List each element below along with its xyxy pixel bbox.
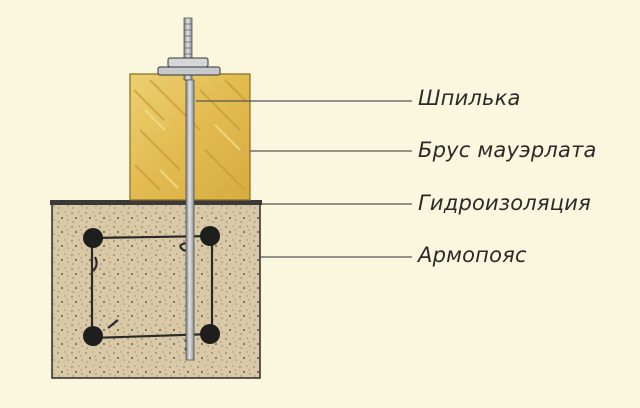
waterproofing-layer bbox=[50, 200, 262, 205]
rebar-bars bbox=[83, 226, 220, 346]
label-armored-belt: Армопояс bbox=[418, 243, 527, 267]
threaded-stud bbox=[183, 17, 195, 361]
label-waterproofing: Гидроизоляция bbox=[418, 191, 591, 215]
label-stud: Шпилька bbox=[418, 86, 521, 110]
nut-washer bbox=[157, 57, 221, 76]
leader-lines bbox=[196, 100, 412, 258]
label-beam: Брус мауэрлата bbox=[418, 138, 597, 162]
concrete-belt bbox=[51, 203, 261, 379]
